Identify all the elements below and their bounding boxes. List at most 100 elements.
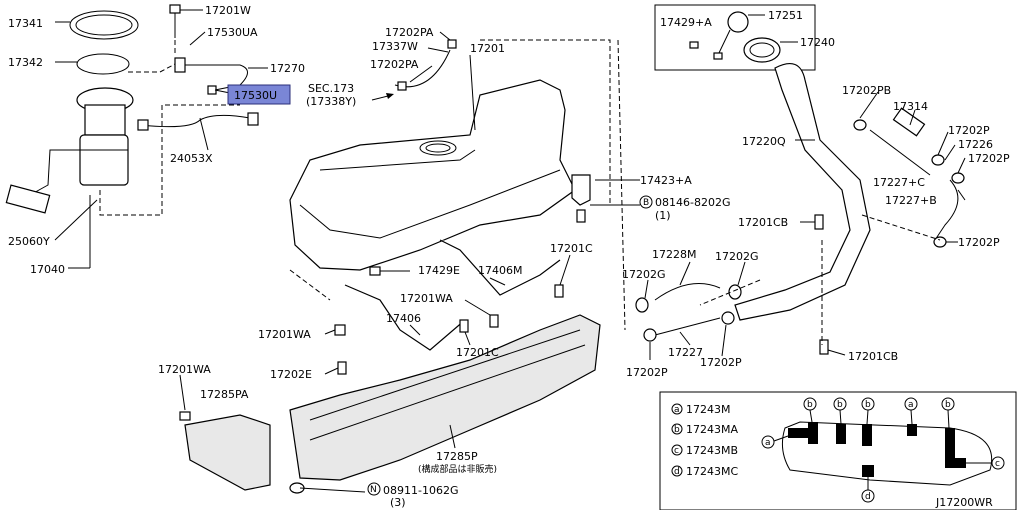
label-17251[interactable]: 17251 <box>768 9 803 22</box>
clip-marker-bottom: d <box>865 492 871 502</box>
legend-row-c: c 17243MB <box>671 444 738 457</box>
label-17201WA-a[interactable]: 17201WA <box>400 292 453 305</box>
skid-plate-17285PA-shape <box>184 414 271 491</box>
label-24053X[interactable]: 24053X <box>170 152 213 165</box>
label-17530U[interactable]: 17530U <box>234 89 277 102</box>
label-17202P-c[interactable]: 17202P <box>958 236 1000 249</box>
label-17337W[interactable]: 17337W <box>372 40 418 53</box>
legend-label-17243MA[interactable]: 17243MA <box>686 423 738 436</box>
label-17201C-b[interactable]: 17201C <box>456 346 499 359</box>
label-17285P-note: (構成部品は非販売) <box>418 463 497 475</box>
bolt-08146 <box>576 209 586 223</box>
label-08146-qty: (1) <box>655 209 671 222</box>
bolt-17201C-a <box>554 284 564 298</box>
label-17202G-b[interactable]: 17202G <box>715 250 759 263</box>
pump-body-shape <box>79 134 129 186</box>
highlight-box <box>227 84 291 105</box>
label-08911-group[interactable]: N 08911-1062G (3) <box>367 482 458 509</box>
label-17227C[interactable]: 17227+C <box>873 176 925 189</box>
filler-ring-shape <box>743 37 781 63</box>
fuel-level-sender-shape <box>5 184 51 214</box>
circle-marker-N: N <box>370 485 377 495</box>
label-08911-qty: (3) <box>390 496 406 509</box>
clip-marker-left: a <box>765 438 771 448</box>
label-17201CB-b[interactable]: 17201CB <box>848 350 898 363</box>
label-17202P-e[interactable]: 17202P <box>700 356 742 369</box>
label-08146-group[interactable]: B 08146-8202G (1) <box>639 195 730 222</box>
clip-marker-right: c <box>995 459 1000 469</box>
legend-label-17243MB[interactable]: 17243MB <box>686 444 738 457</box>
bolt-17201WA-a <box>489 314 499 328</box>
label-sec173-ref: (17338Y) <box>306 95 356 108</box>
bolt-17201WA-b <box>334 324 346 336</box>
label-17202PA-b[interactable]: 17202PA <box>370 58 419 71</box>
label-17201W[interactable]: 17201W <box>205 4 251 17</box>
label-17226[interactable]: 17226 <box>958 138 993 151</box>
label-sec173[interactable]: SEC.173 <box>308 82 354 95</box>
legend-row-b: b 17243MA <box>671 423 738 436</box>
clip-legend-inset: a 17243M b 17243MA c 17243MB d 17243MC <box>659 391 1017 510</box>
skid-plate-17285P-shape <box>289 314 601 481</box>
label-17285P[interactable]: 17285P <box>436 450 478 463</box>
filler-tube-17220Q-shape <box>734 62 871 321</box>
circle-marker-B: B <box>643 198 649 208</box>
clip-marker-top-1: b <box>807 400 813 410</box>
label-17201CB-a[interactable]: 17201CB <box>738 216 788 229</box>
label-17220Q[interactable]: 17220Q <box>742 135 786 148</box>
label-17202P-a[interactable]: 17202P <box>948 124 990 137</box>
label-17040[interactable]: 17040 <box>30 263 65 276</box>
label-17201[interactable]: 17201 <box>470 42 505 55</box>
lock-ring-shape <box>69 10 139 40</box>
label-17406M[interactable]: 17406M <box>478 264 522 277</box>
label-17240[interactable]: 17240 <box>800 36 835 49</box>
label-17285PA[interactable]: 17285PA <box>200 388 249 401</box>
legend-label-17243M[interactable]: 17243M <box>686 403 730 416</box>
label-17342[interactable]: 17342 <box>8 56 43 69</box>
part-labels: 17341 17201W 17530UA 17342 17270 17530U … <box>8 4 1010 509</box>
legend-key-a: a <box>674 405 680 415</box>
fuel-tank-shape <box>289 79 576 271</box>
fuel-pump-group <box>5 4 268 269</box>
cap-inset-box <box>654 4 816 71</box>
label-17270[interactable]: 17270 <box>270 62 305 75</box>
clip-marker-top-2: b <box>837 400 843 410</box>
label-17227[interactable]: 17227 <box>668 346 703 359</box>
pump-top-shape <box>84 104 126 136</box>
legend-key-c: c <box>674 446 679 456</box>
label-17429A[interactable]: 17429+A <box>660 16 712 29</box>
label-17202P-d[interactable]: 17202P <box>626 366 668 379</box>
label-17314[interactable]: 17314 <box>893 100 928 113</box>
label-17202P-b[interactable]: 17202P <box>968 152 1010 165</box>
highlighted-part-17530U[interactable]: 17530U <box>227 84 291 105</box>
label-17228M[interactable]: 17228M <box>652 248 696 261</box>
fuel-cap-shape <box>727 11 749 33</box>
legend-label-17243MC[interactable]: 17243MC <box>686 465 738 478</box>
label-17201C-a[interactable]: 17201C <box>550 242 593 255</box>
label-08146[interactable]: 08146-8202G <box>655 196 730 209</box>
filler-neck-group <box>635 4 966 360</box>
label-17202PA-a[interactable]: 17202PA <box>385 26 434 39</box>
label-08911[interactable]: 08911-1062G <box>383 484 458 497</box>
label-17201WA-b[interactable]: 17201WA <box>258 328 311 341</box>
label-17406[interactable]: 17406 <box>386 312 421 325</box>
diagram-id: J17200WR <box>935 496 993 509</box>
fuel-tank-group <box>289 31 640 351</box>
tank-topview-shape <box>781 421 992 486</box>
label-25060Y[interactable]: 25060Y <box>8 235 50 248</box>
label-17202E[interactable]: 17202E <box>270 368 312 381</box>
label-17530UA[interactable]: 17530UA <box>207 26 258 39</box>
legend-box <box>659 391 1017 510</box>
label-17202G-a[interactable]: 17202G <box>622 268 666 281</box>
label-17227B[interactable]: 17227+B <box>885 194 937 207</box>
label-17201WA-c[interactable]: 17201WA <box>158 363 211 376</box>
legend-key-b: b <box>674 425 680 435</box>
label-17341[interactable]: 17341 <box>8 17 43 30</box>
label-17423A[interactable]: 17423+A <box>640 174 692 187</box>
label-17429E[interactable]: 17429E <box>418 264 460 277</box>
clip-marker-top-5: b <box>945 400 951 410</box>
bolt-17201C-b <box>459 319 469 333</box>
legend-key-d: d <box>674 467 680 477</box>
gasket-shape <box>76 53 130 75</box>
label-17202PB[interactable]: 17202PB <box>842 84 891 97</box>
clip-marker-top-4: a <box>908 400 914 410</box>
